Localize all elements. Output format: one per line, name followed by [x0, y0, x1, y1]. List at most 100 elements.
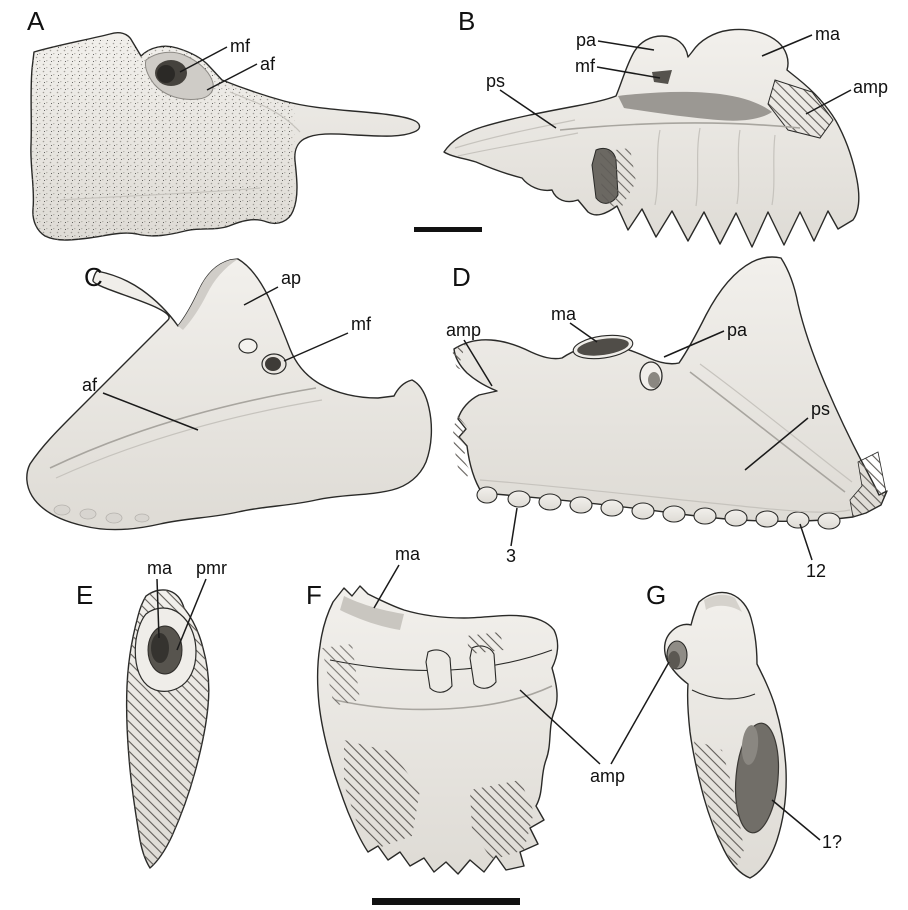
panel-e-leader-lines: [156, 578, 207, 651]
panel-c-letter: C: [84, 262, 103, 292]
panel-a-leader-lines: [179, 46, 258, 91]
panel-b-medial-shading: [454, 119, 801, 207]
panel-d-ps-ridge2: [699, 363, 853, 483]
scale-bar-top: [414, 227, 482, 232]
panel-d-alveolar-line: [479, 479, 851, 513]
leader-f-ma: [373, 564, 400, 609]
panel-g-tooth-highlight: [741, 725, 759, 765]
panel-d: D amp ma pa ps 3 12: [446, 256, 888, 581]
panel-b-lower-hatch: [600, 148, 636, 210]
panel-f-left-hatch: [322, 644, 360, 706]
panel-e: E ma pmr: [76, 558, 227, 869]
leader-d-ma: [569, 322, 598, 343]
panel-d-ps-ridge: [689, 371, 846, 493]
leader-a-af: [206, 63, 258, 91]
panel-d-tooth-row: [476, 486, 841, 530]
label-c-ap: ap: [281, 268, 301, 288]
panel-d-letter: D: [452, 262, 471, 292]
panel-d-pa-shadow: [648, 372, 660, 388]
label-c-af: af: [82, 375, 98, 395]
panel-e-letter: E: [76, 580, 93, 610]
label-d-ma: ma: [551, 304, 577, 324]
panel-g-amp-shadow: [668, 651, 680, 669]
panel-f: F ma: [306, 544, 559, 875]
leader-b-ps: [499, 89, 557, 129]
leader-a-mf: [179, 46, 228, 73]
label-g-amp: amp: [590, 766, 625, 786]
panel-d-left-hatch: [453, 416, 470, 480]
leader-b-ma: [761, 34, 813, 57]
label-e-pmr: pmr: [196, 558, 227, 578]
panel-d-leader-lines: [463, 322, 813, 561]
panel-d-right-hatch: [849, 451, 887, 518]
leader-d-pa: [663, 330, 725, 358]
panel-c: C ap mf af: [26, 258, 433, 531]
leader-d-ps: [744, 417, 809, 471]
panel-c-edge-bumps: [53, 504, 150, 524]
panel-c-leader-lines: [102, 286, 349, 431]
leader-g-tooth1: [771, 799, 821, 841]
panel-f-tooth-1: [425, 649, 453, 693]
leader-e-pmr: [176, 578, 207, 651]
label-d-amp: amp: [446, 320, 481, 340]
panel-c-af-ridge: [49, 387, 317, 469]
panel-f-lower-right-hatch: [470, 780, 534, 860]
panel-f-letter: F: [306, 580, 322, 610]
label-b-amp: amp: [853, 77, 888, 97]
leader-c-af: [102, 392, 199, 431]
panel-g-hatch-band: [694, 740, 744, 868]
leader-c-mf: [283, 332, 349, 362]
leader-d-amp: [463, 339, 493, 387]
leader-e-ma: [156, 578, 160, 639]
panel-b-dorsal-groove: [618, 91, 772, 121]
leader-amp-to-g: [610, 661, 670, 765]
panel-a-recess-core: [157, 65, 175, 83]
label-d-tooth3: 3: [506, 546, 516, 566]
label-g-tooth1: 1?: [822, 832, 842, 852]
panel-b-broken-surface-hatch: [767, 79, 834, 139]
panel-d-flange-hatch: [452, 343, 468, 372]
panel-g: G amp 1?: [519, 580, 842, 879]
panel-a-letter: A: [27, 6, 45, 36]
leader-b-amp: [805, 89, 852, 115]
panel-c-notch-shading: [178, 259, 238, 330]
label-d-pa: pa: [727, 320, 748, 340]
panel-b-mf-foramen: [652, 70, 672, 84]
label-a-mf: mf: [230, 36, 251, 56]
label-a-af: af: [260, 54, 276, 74]
panel-f-small-hatch: [466, 632, 504, 654]
leader-d-tooth3: [510, 507, 518, 547]
label-c-mf: mf: [351, 314, 372, 334]
leader-d-tooth12: [799, 523, 813, 561]
panel-a-ridge-line: [229, 91, 301, 133]
panel-d-ma-opening: [577, 338, 629, 356]
panel-f-top-shading: [340, 596, 404, 630]
panel-f-lower-left-hatch: [344, 740, 420, 848]
leader-c-ap: [243, 286, 279, 306]
label-b-pa: pa: [576, 30, 597, 50]
panel-c-af-groove: [55, 399, 323, 479]
panel-c-small-foramen: [238, 338, 258, 354]
panel-g-letter: G: [646, 580, 666, 610]
shared-amp-leader-lines: [519, 661, 670, 765]
panel-b: B pa mf ma ps amp: [443, 6, 888, 248]
leader-b-pa: [597, 40, 655, 51]
panel-b-leader-lines: [499, 34, 852, 129]
panel-g-knob-shading: [704, 594, 742, 612]
scale-bar-bottom: [372, 898, 520, 905]
panel-d-bone-outline: [453, 256, 888, 522]
label-e-ma: ma: [147, 558, 173, 578]
panel-a: A mf af: [27, 6, 421, 241]
label-f-ma: ma: [395, 544, 421, 564]
label-b-ps: ps: [486, 71, 505, 91]
panel-a-shade-line: [59, 187, 261, 201]
label-b-mf: mf: [575, 56, 596, 76]
panel-g-divide-line: [691, 689, 756, 700]
panel-f-ledge-line2: [334, 685, 553, 711]
panel-c-mf-foramen: [265, 357, 281, 371]
panel-e-socket-core: [151, 633, 169, 663]
leader-b-mf: [596, 66, 661, 79]
panel-b-letter: B: [458, 6, 475, 36]
